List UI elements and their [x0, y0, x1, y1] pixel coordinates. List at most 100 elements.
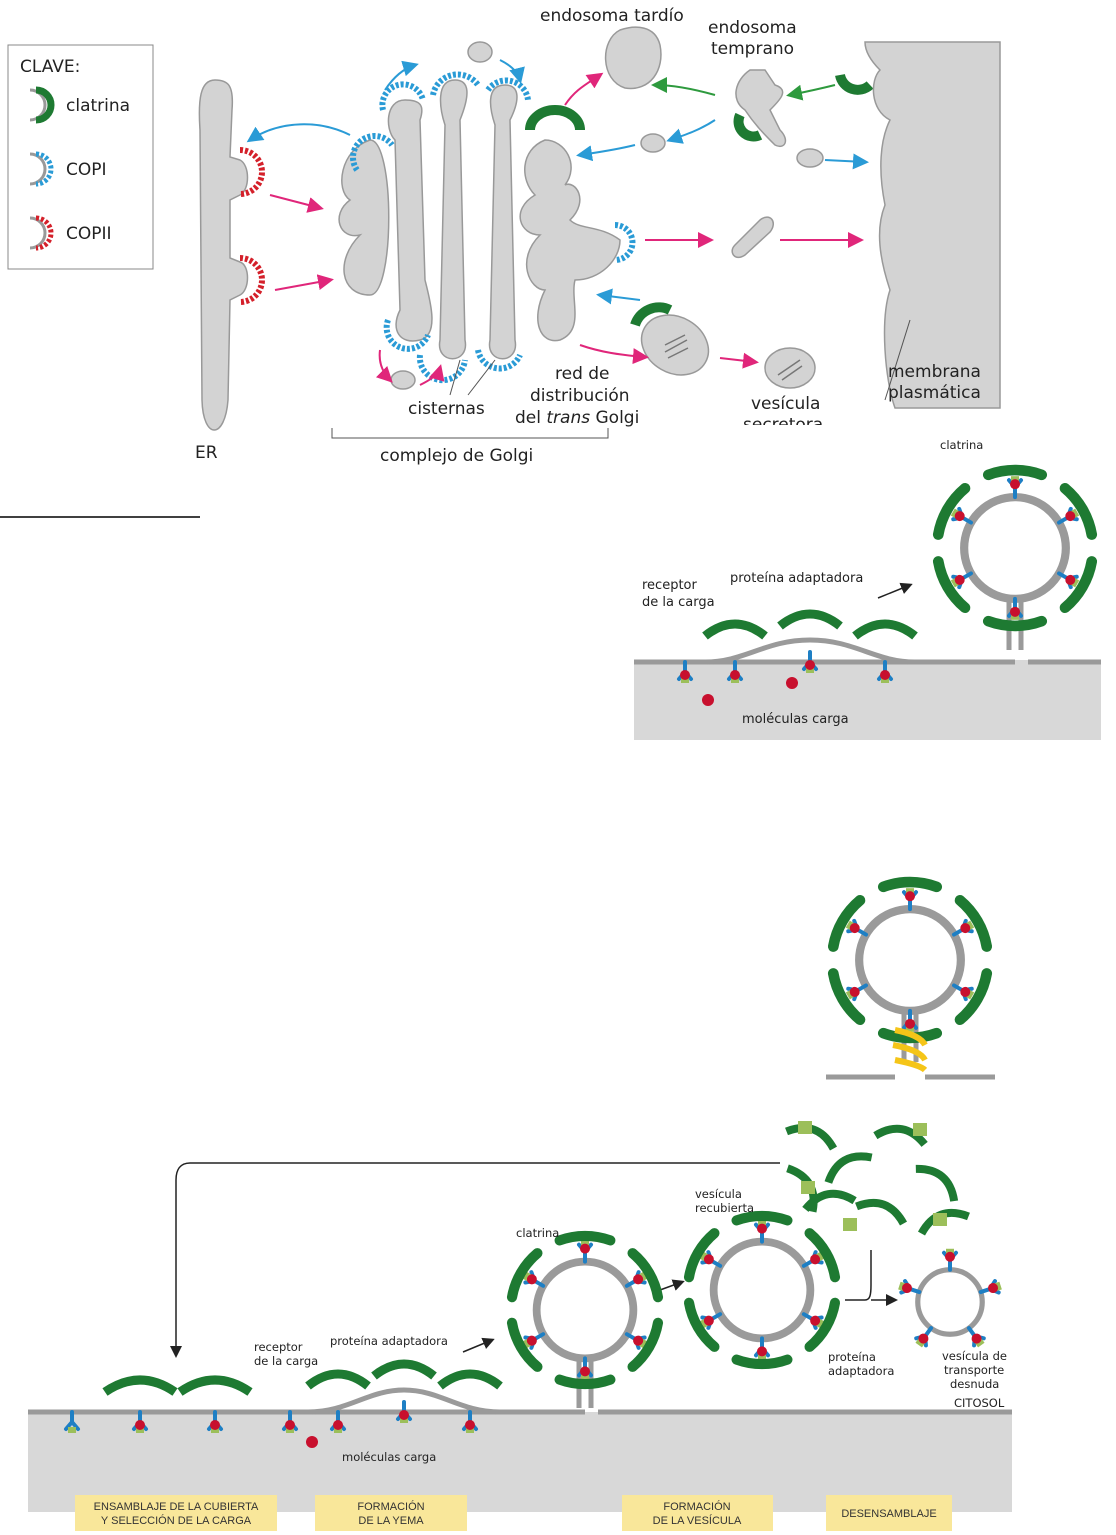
scission-arrow [659, 1279, 685, 1291]
cargo-molecule [580, 1366, 590, 1377]
er-membrane [198, 79, 249, 431]
adaptor-protein [906, 1025, 914, 1032]
cargo-receptor [522, 1332, 546, 1350]
adaptor-protein [845, 920, 855, 931]
secretory-vesicle-label-1: vesícula [751, 394, 820, 414]
cargo-receptor [877, 660, 893, 683]
cargo-receptor [978, 1279, 1002, 1295]
cargo-molecule [210, 1420, 220, 1430]
cargo-receptor [577, 1356, 593, 1380]
cargo-receptor [950, 571, 973, 590]
free-adaptor-protein [933, 1213, 947, 1226]
cargo-molecule [918, 1333, 929, 1344]
coated-vesicle [506, 1230, 664, 1408]
clathrin-triskelion [683, 1297, 720, 1352]
cargo-molecule [849, 986, 860, 997]
cargo-molecule [1065, 574, 1076, 585]
tgn-label-1: red de [555, 364, 610, 384]
tgn-label-3: del trans Golgi [515, 408, 639, 428]
copi-coat-icon [29, 151, 54, 187]
budding-membrane [704, 637, 916, 665]
adaptor-protein [1070, 577, 1080, 588]
free-clathrin [855, 1198, 908, 1226]
cargo-receptor [330, 1410, 346, 1433]
cargo-receptor [1007, 596, 1023, 620]
free-adaptor-protein [843, 1218, 857, 1231]
cargo-receptor [624, 1270, 648, 1288]
cargo-molecule [880, 670, 890, 680]
cargo-receptor [754, 1220, 770, 1244]
cargo-molecule [905, 891, 915, 902]
key-copii-label: COPII [66, 224, 112, 244]
cargo-molecule [960, 986, 971, 997]
cargo-receptor [1057, 506, 1080, 525]
cargo-molecule [960, 923, 971, 934]
stage-box [315, 1495, 467, 1531]
cargo-molecule [757, 1346, 767, 1357]
cisternae-label: cisternas [408, 399, 485, 419]
cargo-receptor [966, 1326, 986, 1348]
plasma-membrane [864, 41, 1001, 409]
cargo-receptor [577, 1240, 593, 1264]
adaptor-protein [965, 989, 975, 1000]
cargo-molecule [633, 1274, 644, 1285]
golgi-bracket [331, 428, 609, 439]
cargo-molecule [526, 1274, 537, 1285]
clathrin-triskelion [877, 876, 943, 893]
cargo-molecule [633, 1335, 644, 1346]
budding-arrow [877, 582, 913, 599]
dynamin-ring [892, 1027, 928, 1073]
clathrin-triskelion [177, 1375, 253, 1396]
bot-naked-vesicle-label-2: transporte [944, 1363, 1004, 1377]
vesicle-cargo-hatching [664, 334, 803, 381]
vesicle-membrane [532, 1257, 638, 1363]
cargo-receptor [522, 1270, 546, 1288]
stage-4-label: DESENSAMBLAJE [841, 1508, 936, 1520]
cargo-molecule [810, 1315, 821, 1326]
cargo-molecule [757, 1223, 767, 1234]
mid-clathrin-label: clatrina [940, 438, 983, 452]
stage-3-label-1: FORMACIÓN [663, 1500, 730, 1513]
budding-membrane [307, 1387, 501, 1415]
free-clathrin [915, 1164, 959, 1202]
free-clathrin [785, 1123, 838, 1151]
bottom-panel [28, 876, 1012, 1512]
cargo-molecule [1065, 511, 1076, 522]
bot-naked-vesicle-label-3: desnuda [950, 1377, 999, 1391]
vesicle-membrane [915, 1267, 985, 1337]
stage-box [622, 1495, 773, 1531]
receptor-shape [64, 1410, 80, 1431]
key-clathrin-label: clatrina [66, 96, 130, 116]
plasma-membrane-label-2: plasmática [888, 383, 981, 403]
cargo-receptor [952, 918, 975, 937]
cargo-receptor [282, 1410, 298, 1433]
cargo-molecule [399, 1410, 409, 1420]
cargo-molecule [805, 660, 815, 670]
cargo-receptor [950, 506, 973, 525]
cargo-molecule [580, 1243, 590, 1254]
cargo-molecule [954, 574, 965, 585]
cargo-receptor [396, 1400, 412, 1423]
late-endosome-label: endosoma tardío [540, 6, 684, 26]
cargo-molecule [849, 923, 860, 934]
cargo-receptor [677, 660, 693, 683]
cargo-molecule [810, 1254, 821, 1265]
clathrin-triskelion [827, 968, 866, 1026]
clathrin-triskelion [102, 1375, 178, 1396]
free-clathrin [802, 1189, 857, 1212]
cisternae-pointer [449, 359, 496, 396]
clathrin-triskelion [932, 556, 971, 614]
stage-labels: ENSAMBLAJE DE LA CUBIERTA Y SELECCIÓN DE… [75, 1495, 952, 1531]
stage-1-label-2: Y SELECCIÓN DE LA CARGA [101, 1514, 252, 1527]
cargo-molecule [901, 1283, 912, 1294]
golgi-complex-label: complejo de Golgi [380, 446, 533, 466]
clathrin-triskelion [932, 482, 971, 540]
adaptor-protein [699, 1251, 710, 1262]
key-box: CLAVE: clatrina COPI COPII [7, 44, 154, 270]
clathrin-triskelion [506, 1248, 543, 1303]
adaptor-protein [68, 1427, 76, 1433]
cargo-receptor [845, 918, 868, 937]
cargo-receptor [902, 1008, 918, 1032]
budding-arrow [462, 1337, 495, 1353]
